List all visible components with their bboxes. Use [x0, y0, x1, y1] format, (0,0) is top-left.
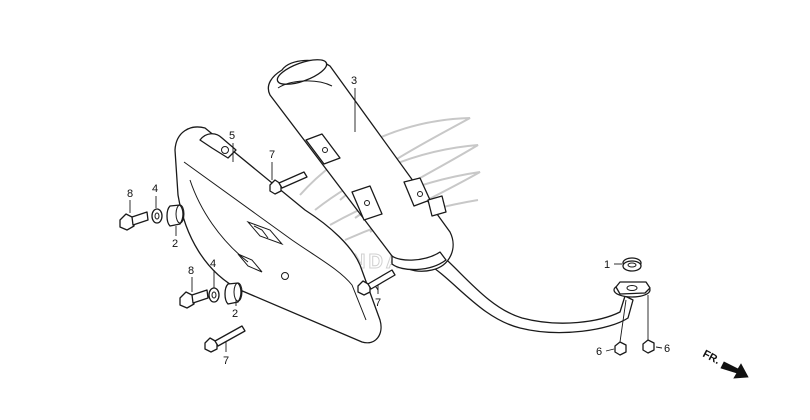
gasket-1: [622, 257, 642, 272]
front-direction-label: FR.: [701, 348, 722, 367]
nut-6-left: [614, 341, 627, 356]
front-arrow-icon: [720, 361, 749, 379]
washer-4-upper: [151, 208, 163, 224]
callout-7-bottom: 7: [223, 355, 229, 367]
callout-7-top: 7: [269, 149, 275, 161]
front-direction-indicator: FR.: [701, 348, 749, 379]
callout-8-upper: 8: [127, 188, 133, 200]
grommet-2-lower: [224, 282, 243, 305]
callout-4-upper: 4: [152, 183, 158, 195]
callout-4-lower: 4: [210, 258, 216, 270]
leader-lines: [129, 88, 663, 352]
muffler: [267, 59, 454, 272]
callout-2-upper: 2: [172, 238, 178, 250]
callout-6-left: 6: [596, 346, 602, 358]
bolt-7-bottom: [204, 325, 246, 353]
bolt-8-lower: [179, 289, 209, 309]
bolt-7-right: [357, 269, 396, 296]
grommet-2-upper: [166, 204, 185, 227]
bolt-8-upper: [119, 211, 149, 231]
washer-4-lower: [208, 287, 220, 303]
callout-1: 1: [604, 259, 610, 271]
callout-5: 5: [229, 130, 235, 142]
callout-3: 3: [351, 75, 357, 87]
callout-7-right: 7: [375, 297, 381, 309]
callout-8-lower: 8: [188, 265, 194, 277]
nut-6-right: [642, 339, 655, 354]
muffler-protector: [174, 126, 382, 344]
callout-6-right: 6: [664, 343, 670, 355]
bolt-7-top: [269, 171, 308, 195]
callout-2-lower: 2: [232, 308, 238, 320]
